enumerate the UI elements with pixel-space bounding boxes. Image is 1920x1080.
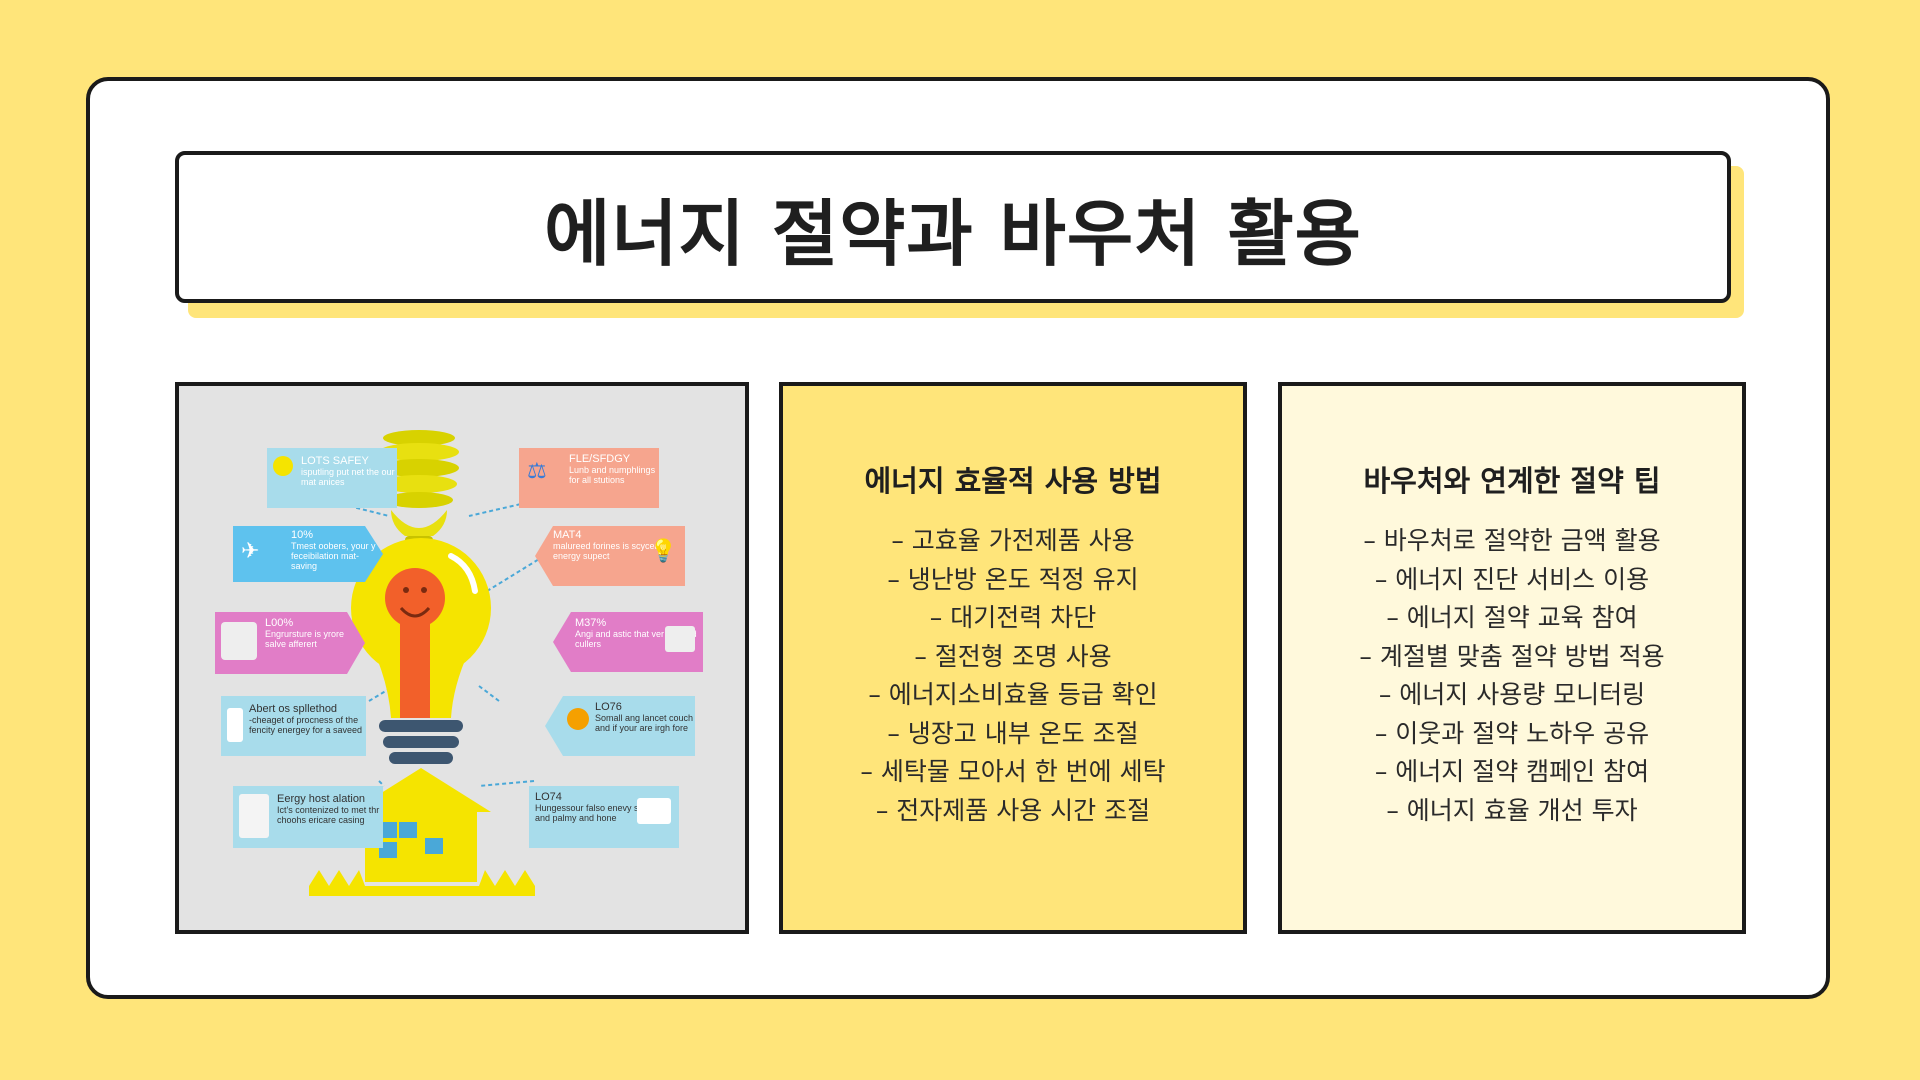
list-item: – 에너지 절약 교육 참여 [1386, 603, 1638, 632]
sun-icon [567, 708, 589, 730]
fridge-icon [239, 794, 269, 838]
list-item: – 이웃과 절약 노하우 공유 [1374, 718, 1650, 748]
list-item: – 냉장고 내부 온도 조절 [887, 718, 1139, 748]
bottle-icon [227, 708, 243, 742]
cfl-bulb-icon [379, 430, 459, 552]
washing-machine-icon [221, 622, 257, 660]
bulb-icon: 💡 [649, 538, 677, 563]
tips-list: – 고효율 가전제품 사용 – 냉난방 온도 적정 유지 – 대기전력 차단 –… [783, 522, 1243, 830]
info-box: LO76 Somall ang lancet couch and if your… [545, 696, 695, 756]
window-icon [665, 626, 695, 652]
info-box: M37% Angi and astic that ver courfed cul… [553, 612, 703, 672]
list-item: – 냉난방 온도 적정 유지 [887, 564, 1139, 594]
info-box: LOTS SAFEY isputling put net the our mat… [267, 448, 397, 508]
list-item: – 대기전력 차단 [929, 603, 1097, 632]
bird-icon: ✈ [241, 538, 260, 563]
info-box: L00% Engrursture is yrore salve afferert [215, 612, 365, 674]
panel-heading: 바우처와 연계한 절약 팁 [1363, 464, 1661, 498]
list-item: – 전자제품 사용 시간 조절 [875, 795, 1151, 825]
title-box: 에너지 절약과 바우처 활용 [175, 151, 1731, 303]
infographic-panel: LOTS SAFEY isputling put net the our mat… [175, 382, 749, 934]
sun-icon [273, 456, 293, 476]
infographic-graphics [309, 430, 545, 896]
info-box: Eergy host alation Ict's contenized to m… [233, 786, 383, 848]
list-item: – 세탁물 모아서 한 번에 세탁 [860, 757, 1166, 786]
list-item: – 에너지 효율 개선 투자 [1386, 795, 1638, 825]
panel-heading: 에너지 효율적 사용 방법 [864, 464, 1162, 498]
list-item: – 절전형 조명 사용 [914, 641, 1112, 671]
efficient-use-panel: 에너지 효율적 사용 방법 – 고효율 가전제품 사용 – 냉난방 온도 적정 … [779, 382, 1247, 934]
scale-icon: ⚖ [527, 458, 547, 483]
monitor-icon [637, 798, 671, 824]
list-item: – 고효율 가전제품 사용 [891, 526, 1135, 555]
list-item: – 에너지 사용량 모니터링 [1378, 680, 1646, 709]
energy-infographic: LOTS SAFEY isputling put net the our mat… [179, 386, 745, 930]
info-box: ⚖ FLE/SFDGY Lunb and numphlings for all … [519, 448, 659, 508]
list-item: – 에너지 진단 서비스 이용 [1374, 564, 1650, 594]
list-item: – 바우처로 절약한 금액 활용 [1363, 526, 1661, 555]
info-box: ✈ 10% Tmest oobers, your y feceibilation… [233, 526, 383, 582]
page-title: 에너지 절약과 바우처 활용 [544, 191, 1362, 276]
info-box: MAT4 malureed forines is scyceand energy… [535, 526, 685, 586]
list-item: – 에너지소비효율 등급 확인 [868, 680, 1158, 709]
list-item: – 에너지 절약 캠페인 참여 [1374, 757, 1650, 786]
info-box: LO74 Hungessour falso enevy snerycs and … [529, 786, 679, 848]
info-box: Abert os spllethod -cheaget of procness … [221, 696, 366, 756]
lightbulb-icon [351, 538, 491, 764]
house-icon [309, 768, 535, 896]
tips-list: – 바우처로 절약한 금액 활용 – 에너지 진단 서비스 이용 – 에너지 절… [1282, 522, 1742, 830]
list-item: – 계절별 맞춤 절약 방법 적용 [1359, 641, 1665, 671]
voucher-tips-panel: 바우처와 연계한 절약 팁 – 바우처로 절약한 금액 활용 – 에너지 진단 … [1278, 382, 1746, 934]
